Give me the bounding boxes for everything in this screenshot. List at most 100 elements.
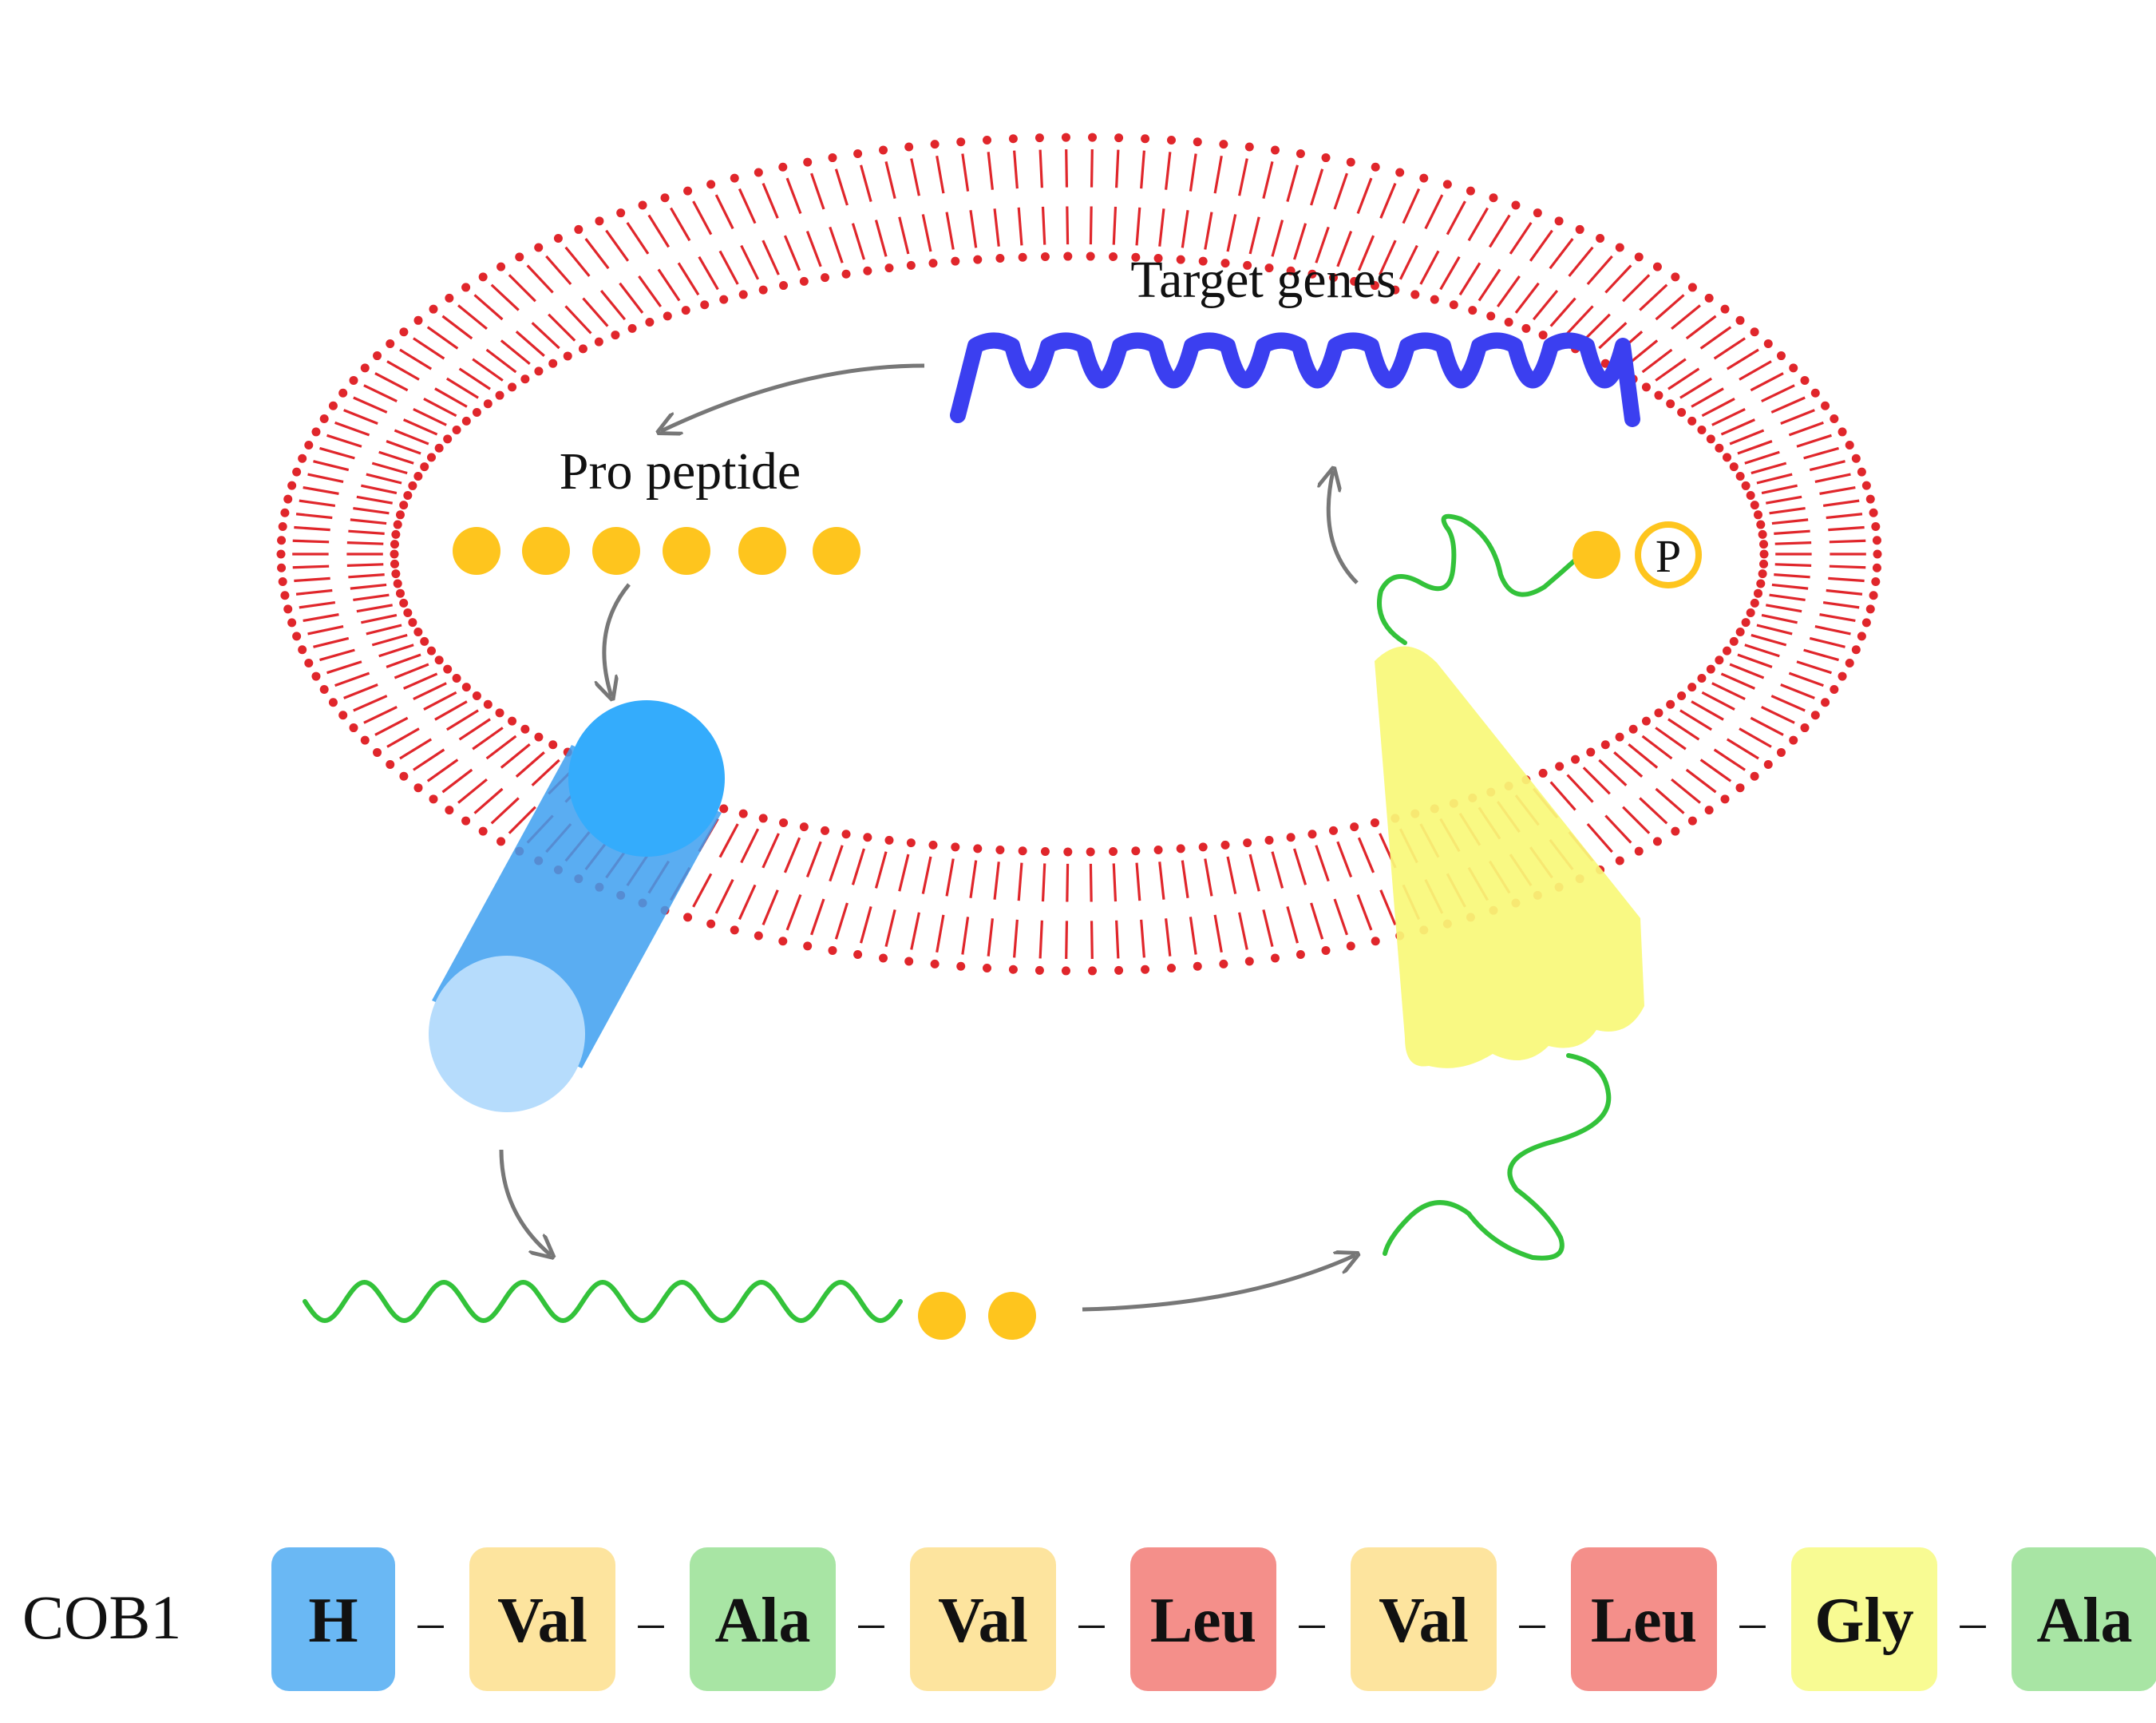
lipid-head <box>1763 759 1773 769</box>
lipid-head <box>779 818 789 827</box>
lipid-head <box>496 262 506 271</box>
lipid-tail <box>1582 313 1611 342</box>
lipid-tail <box>961 917 970 955</box>
lipid-tail <box>399 738 433 760</box>
lipid-head <box>311 671 321 681</box>
lipid-head <box>413 628 423 637</box>
lipid-tail <box>378 450 414 465</box>
lipid-head <box>553 233 563 243</box>
lipid-head <box>841 830 851 839</box>
lipid-tail <box>1814 473 1851 484</box>
lipid-head <box>973 255 983 264</box>
lipid-tail <box>1310 902 1324 940</box>
lipid-tail <box>515 331 545 357</box>
arrow-receptor-to-chain <box>499 1149 551 1255</box>
lipid-tail <box>599 289 627 321</box>
lipid-head <box>1615 732 1624 742</box>
residue-tile <box>469 1547 615 1691</box>
lipid-head <box>1307 830 1317 839</box>
lipid-tail <box>394 429 429 446</box>
lipid-head <box>738 290 748 299</box>
lipid-head <box>1410 290 1420 299</box>
lipid-head <box>1109 252 1118 261</box>
arrow-genes-to-propeptide <box>661 363 925 431</box>
lipid-head <box>1018 846 1027 856</box>
lipid-head <box>1776 747 1786 757</box>
lipid-head <box>1449 300 1458 310</box>
lipid-tail <box>413 682 447 700</box>
lipid-head <box>1538 331 1548 340</box>
lipid-head <box>611 331 620 340</box>
lipid-head <box>1063 252 1073 261</box>
lipid-head <box>399 771 409 781</box>
lipid-tail <box>1655 358 1687 382</box>
lipid-head <box>1729 462 1739 472</box>
peptide-bead <box>663 527 710 575</box>
lipid-head <box>1521 323 1531 333</box>
lipid-head <box>1270 953 1280 963</box>
lipid-head <box>1872 536 1881 545</box>
lipid-tail <box>1766 495 1802 505</box>
lipid-head <box>292 632 302 641</box>
lipid-head <box>758 285 768 295</box>
lipid-tail <box>356 495 393 505</box>
lipid-tail <box>378 644 414 658</box>
lipid-head <box>1756 520 1766 529</box>
lipid-tail <box>829 226 844 263</box>
lipid-tail <box>473 787 504 814</box>
lipid-tail <box>626 221 650 255</box>
lipid-head <box>283 604 293 614</box>
lipid-head <box>1723 646 1732 656</box>
lipid-head <box>386 339 395 349</box>
lipid-head <box>287 481 297 490</box>
lipid-head <box>445 293 454 303</box>
lipid-head <box>508 382 517 392</box>
lipid-tail <box>945 212 955 250</box>
lipid-head <box>1723 453 1732 462</box>
pro-peptide-label: Pro peptide <box>560 442 801 501</box>
lipid-tail <box>1226 214 1237 252</box>
lipid-head <box>319 414 329 424</box>
lipid-tail <box>299 499 336 507</box>
lipid-tail <box>1788 421 1824 437</box>
lipid-tail <box>1140 150 1146 189</box>
lipid-tail <box>1751 633 1787 647</box>
lipid-tail <box>884 909 896 947</box>
lipid-head <box>1166 964 1176 973</box>
lipid-head <box>1088 133 1098 142</box>
lipid-head <box>719 804 729 814</box>
lipid-head <box>373 747 382 757</box>
lipid-head <box>520 374 530 384</box>
lipid-head <box>779 281 789 291</box>
lipid-head <box>349 723 358 733</box>
lipid-head <box>1641 382 1651 392</box>
lipid-tail <box>1641 348 1673 374</box>
lipid-tail <box>313 460 350 472</box>
lipid-tail <box>350 518 387 525</box>
lipid-tail <box>363 384 398 402</box>
lipid-head <box>319 684 329 694</box>
lipid-tail <box>1598 322 1628 350</box>
lipid-head <box>1800 375 1810 385</box>
lipid-head <box>304 441 314 450</box>
lipid-tail <box>1379 182 1397 219</box>
lipid-tail <box>1774 573 1810 579</box>
residue-tile <box>1791 1547 1937 1691</box>
lipid-tail <box>1828 576 1865 583</box>
lipid-head <box>495 390 504 400</box>
lipid-head <box>754 168 763 177</box>
lipid-head <box>1873 549 1882 559</box>
lipid-head <box>1533 208 1542 218</box>
lipid-tail <box>1012 919 1019 958</box>
lipid-tail <box>1336 841 1353 878</box>
lipid-head <box>595 216 604 226</box>
lipid-tail <box>851 223 866 260</box>
lipid-head <box>1654 708 1663 718</box>
lipid-tail <box>714 194 734 230</box>
lipid-tail <box>1135 207 1141 246</box>
phosphate-circle <box>1635 521 1702 588</box>
lipid-head <box>277 563 287 572</box>
peptide-bond-dash: – <box>417 1593 445 1650</box>
lipid-tail <box>1803 648 1839 662</box>
lipid-tail <box>969 860 978 898</box>
